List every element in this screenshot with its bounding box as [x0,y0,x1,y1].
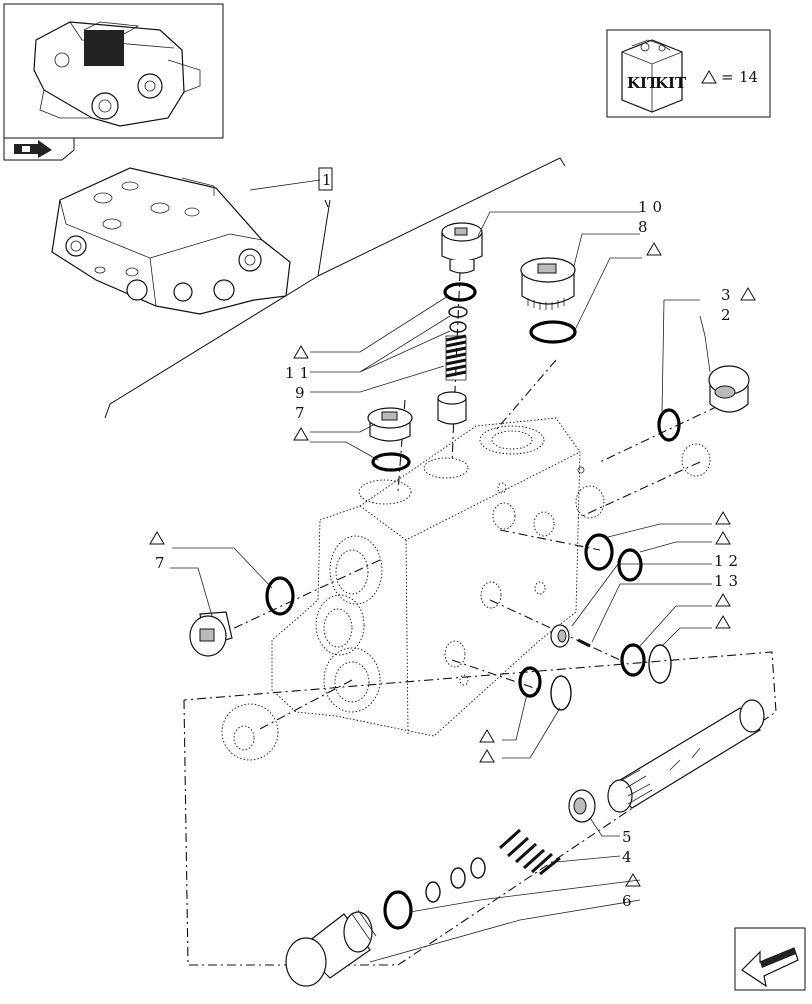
part-5-cap [568,789,596,823]
assembly-axis-lines [183,271,777,966]
kit-number: 14 [739,68,758,86]
callout-8: 8 [638,218,648,236]
callout-13: 13 [714,572,743,590]
next-page-button[interactable] [734,927,806,991]
part-poppet [437,391,467,425]
callout-9: 9 [295,384,305,402]
next-page-arrow-icon [741,947,799,988]
callout-2: 2 [721,306,731,324]
callout-10: 10 [638,198,667,216]
callout-12: 12 [714,552,743,570]
part-oring-7-upper [371,452,411,472]
part-8-plug [520,257,576,310]
part-oring-7-left [265,576,295,616]
callout-1-leader [249,179,321,191]
callout-1-box [318,167,333,191]
callout-5: 5 [622,828,632,846]
kit-triangles [149,242,756,887]
thumbnail-frame[interactable] [3,3,224,161]
part-oring-6 [383,890,413,930]
thumbnail-valve-image [33,21,201,127]
kit-badge-left: KIT [627,74,659,92]
part-10-plug [441,222,483,274]
part-13-pin [577,638,591,648]
kit-box-icon: KIT KIT [621,39,687,113]
callout-1: 1 [322,171,332,189]
callout-7-upper: 7 [295,404,305,422]
part-4-spring [498,828,561,876]
callout-3: 3 [721,286,731,304]
callout-6: 6 [622,892,632,910]
assembly-nav-arrow-icon[interactable] [14,140,52,158]
callout-11: 11 [285,364,314,382]
part-oring-top [443,282,477,302]
kit-legend-box: KIT KIT = 14 [606,29,771,118]
part-oring-right-a [584,533,614,571]
part-7-plug-upper [367,407,413,442]
part-9-spring [445,334,467,381]
section-break-line [104,157,566,419]
assembled-valve-view [51,167,291,315]
part-7-plug-left [189,611,233,657]
part-2-plug [708,365,750,413]
callout-7-left: 7 [155,554,165,572]
kit-badge-right: KIT [655,74,687,92]
part-6-end-cap [285,909,377,987]
callout-4: 4 [622,848,632,866]
kit-equals: = [721,68,734,86]
kit-triangle-icon [701,70,717,84]
part-oring-8 [529,320,577,344]
valve-body-ghost [221,417,711,761]
leader-lines [170,211,712,963]
part-oring-3 [657,408,681,442]
spool-assembly [607,699,765,813]
part-12-retainer [550,624,570,648]
